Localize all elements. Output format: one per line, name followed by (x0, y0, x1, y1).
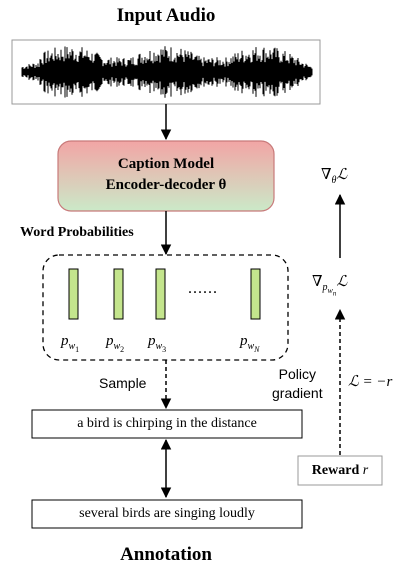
prob-label-w1: pw1 (61, 333, 80, 354)
prob-bar-w1 (68, 268, 79, 320)
caption-model-text: Caption Model Encoder-decoder θ (58, 154, 274, 196)
prob-label-w3: pw3 (148, 333, 167, 354)
reward-label: Reward r (311, 463, 369, 478)
policy-gradient-label: Policy gradient (272, 365, 323, 403)
reward-box (297, 455, 383, 486)
grad-p-label: ∇pwnℒ (312, 274, 348, 298)
annotation-caption-text: several birds are singing loudly (79, 506, 255, 521)
prob-label-wN: pwN (240, 333, 260, 354)
grad-theta-label: ∇θℒ (321, 167, 348, 186)
policy-gradient-line2: gradient (272, 385, 323, 401)
generated-caption-box (31, 409, 303, 439)
policy-gradient-line1: Policy (278, 366, 316, 382)
annotation-caption-box (31, 499, 303, 529)
audio-waveform (21, 46, 313, 98)
word-probabilities-label: Word Probabilities (20, 225, 134, 240)
caption-model-line2: Encoder-decoder θ (105, 177, 227, 193)
loss-equation: ℒ = −r (348, 374, 393, 390)
prob-bar-w2 (113, 268, 124, 320)
caption-model-line1: Caption Model (117, 156, 215, 172)
prob-label-w2: pw2 (106, 333, 125, 354)
input-audio-title: Input Audio (116, 5, 216, 26)
waveform-path (21, 46, 313, 98)
sample-label: Sample (99, 375, 147, 391)
prob-bar-wN (250, 268, 261, 320)
annotation-title: Annotation (120, 544, 212, 565)
generated-caption-text: a bird is chirping in the distance (77, 416, 257, 431)
prob-bar-w3 (155, 268, 166, 320)
prob-ellipsis: ...... (188, 280, 218, 297)
